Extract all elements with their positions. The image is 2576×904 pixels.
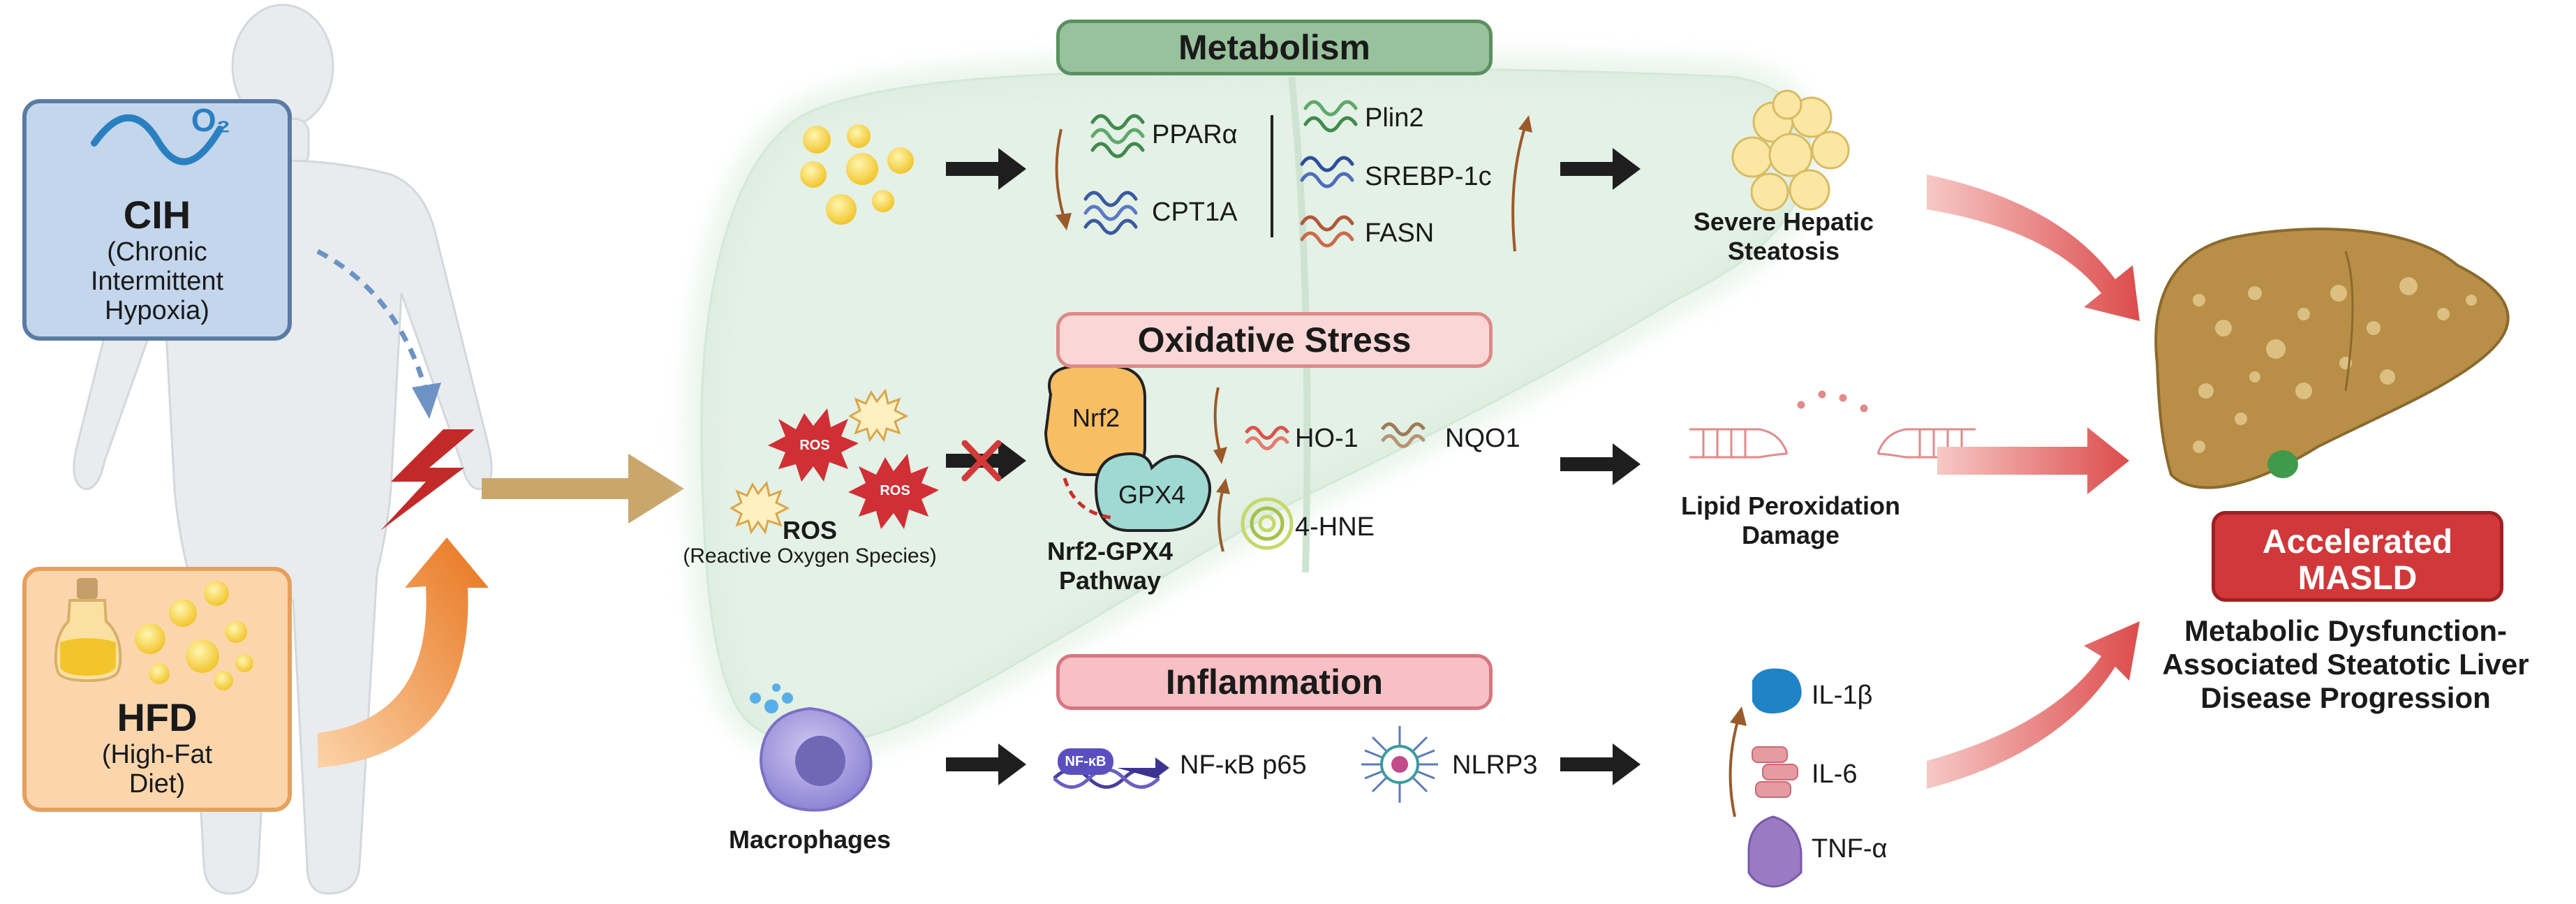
inflammation-banner: Inflammation bbox=[1056, 654, 1493, 710]
il1b-icon bbox=[1752, 668, 1802, 714]
ho1-label: HO-1 bbox=[1295, 424, 1359, 453]
cih-line3: Hypoxia) bbox=[105, 296, 209, 325]
cytokine-increase-arrow bbox=[1729, 718, 1740, 817]
lipid-peroxidation-line2: Damage bbox=[1741, 521, 1840, 549]
input-gold-arrow bbox=[482, 454, 684, 524]
o2-label: O₂ bbox=[191, 102, 231, 138]
nlrp3-inflammasome-icon bbox=[1361, 726, 1438, 803]
decrease-arrow-oxidative bbox=[1213, 387, 1222, 454]
oil-bottle-icon bbox=[54, 578, 122, 683]
gpx4-shape bbox=[1094, 452, 1211, 532]
nrf2-label: Nrf2 bbox=[1072, 403, 1120, 432]
ros-badge-1: ROS bbox=[799, 438, 830, 453]
nrf2-shape bbox=[1044, 365, 1146, 476]
masld-title-line1: Accelerated bbox=[2262, 524, 2453, 561]
hfd-line2: Diet) bbox=[128, 769, 186, 799]
red-arrow-top bbox=[1927, 175, 2140, 321]
ros-badge-2: ROS bbox=[880, 483, 910, 498]
up-trend-arrow bbox=[1511, 125, 1527, 252]
red-arrow-mid bbox=[1937, 427, 2129, 494]
hfd-curved-arrow bbox=[318, 538, 489, 768]
oil-droplets-icon bbox=[135, 581, 253, 690]
down-trend-arrow bbox=[1055, 128, 1066, 221]
oxygen-wave-icon bbox=[91, 114, 223, 165]
masld-desc-line1: Metabolic Dysfunction- bbox=[2184, 614, 2508, 647]
metabolism-banner: Metabolism bbox=[1056, 20, 1493, 75]
liver-ligament bbox=[1288, 76, 1311, 573]
tnfa-icon bbox=[1747, 815, 1803, 888]
plin2-label: Plin2 bbox=[1365, 103, 1424, 133]
cih-title: CIH bbox=[123, 193, 191, 237]
lipid-peroxidation-line1: Lipid Peroxidation bbox=[1680, 491, 1900, 520]
pathway-line1: Nrf2-GPX4 bbox=[1046, 537, 1174, 565]
nfkb-dna-icon bbox=[1053, 748, 1169, 789]
human-silhouette-icon bbox=[73, 3, 493, 895]
nfkb-label: NF-κB p65 bbox=[1180, 750, 1307, 780]
masld-desc-line3: Disease Progression bbox=[2200, 681, 2491, 714]
pathway-line2: Pathway bbox=[1058, 566, 1162, 595]
ros-label: ROS bbox=[782, 516, 837, 544]
hypoxia-dashed-arrow bbox=[316, 249, 429, 392]
protein-icon bbox=[1083, 100, 1358, 248]
macrophage-icon bbox=[750, 683, 873, 812]
cih-line2: Intermittent bbox=[90, 267, 224, 296]
masld-title-line2: MASLD bbox=[2297, 560, 2418, 597]
fatty-liver-icon bbox=[2154, 228, 2510, 489]
lipid-droplet-icon bbox=[800, 124, 914, 225]
tnfa-label: TNF-α bbox=[1812, 834, 1888, 864]
red-arrow-bottom bbox=[1927, 621, 2140, 789]
lightning-icon bbox=[380, 429, 475, 531]
macrophages-label: Macrophages bbox=[728, 825, 891, 854]
masld-title-box: Accelerated MASLD bbox=[2212, 511, 2503, 602]
oxidative-banner: Oxidative Stress bbox=[1056, 312, 1493, 368]
nfkb-badge: NF-κB bbox=[1065, 754, 1106, 769]
nlrp3-label: NLRP3 bbox=[1452, 750, 1538, 780]
il6-icon bbox=[1752, 746, 1798, 798]
fasn-label: FASN bbox=[1365, 218, 1435, 248]
enzyme-icons bbox=[1241, 422, 1426, 550]
increase-arrow-hne bbox=[1217, 488, 1224, 552]
masld-desc-line2: Associated Steatotic Liver bbox=[2162, 648, 2529, 681]
hne-label: 4-HNE bbox=[1295, 512, 1375, 542]
steatosis-line1: Severe Hepatic bbox=[1693, 207, 1874, 236]
cih-line1: (Chronic bbox=[107, 237, 207, 267]
cpt1a-label: CPT1A bbox=[1152, 198, 1238, 227]
steatosis-line2: Steatosis bbox=[1727, 237, 1840, 265]
nrf2-gpx4-link bbox=[1063, 477, 1114, 520]
il1b-label: IL-1β bbox=[1812, 681, 1873, 710]
ros-sub-label: (Reactive Oxygen Species) bbox=[683, 544, 937, 568]
il6-label: IL-6 bbox=[1812, 759, 1858, 789]
hfd-line1: (High-Fat bbox=[101, 740, 213, 769]
srebp1c-label: SREBP-1c bbox=[1365, 162, 1492, 191]
steatosis-cluster-icon bbox=[1731, 89, 1850, 212]
gpx4-label: GPX4 bbox=[1118, 480, 1186, 509]
hfd-title: HFD bbox=[117, 695, 198, 739]
blocked-x-icon bbox=[961, 440, 1002, 482]
dark-arrows bbox=[946, 148, 1641, 785]
membrane-icon bbox=[1689, 390, 1976, 459]
ppara-label: PPARα bbox=[1152, 120, 1238, 149]
cih-box bbox=[22, 99, 292, 341]
ros-burst-icon bbox=[729, 388, 939, 535]
nqo1-label: NQO1 bbox=[1445, 424, 1520, 453]
